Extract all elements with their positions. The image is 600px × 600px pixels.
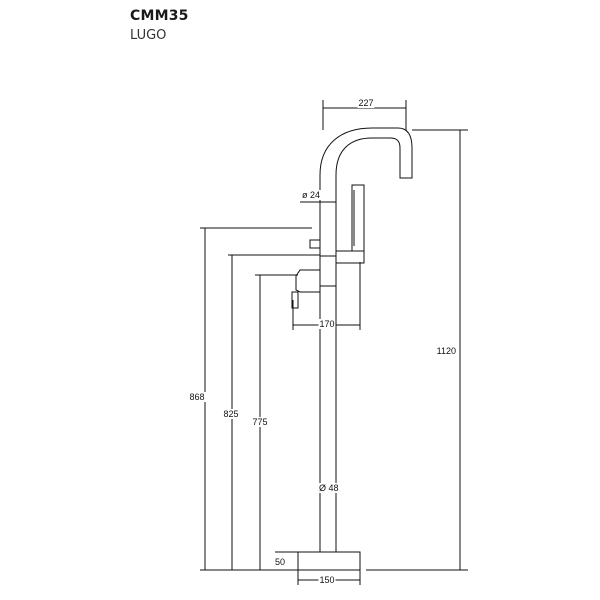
dimension-label: 825 (223, 409, 238, 419)
mixer-body (319, 255, 337, 287)
label-backing (318, 319, 336, 329)
label-backing (318, 483, 340, 493)
title-block: CMM35 LUGO (130, 8, 189, 43)
label-backing (357, 98, 375, 108)
dimension-height-868: 868 (188, 227, 312, 570)
label-backing (188, 392, 206, 402)
dimension-column-diameter: Ø 48 (318, 483, 340, 493)
dimension-label: 775 (252, 417, 267, 427)
mixer-lever (295, 269, 320, 293)
label-backing (222, 409, 240, 419)
dimension-spout-reach: 227 (322, 98, 407, 130)
handshower-bracket (335, 250, 365, 264)
dimension-base-height: 50 (273, 551, 298, 567)
lever-tip (291, 291, 299, 309)
dimension-label: 150 (319, 575, 334, 585)
dimension-label: 170 (319, 319, 334, 329)
label-backing (301, 190, 322, 200)
range-name: LUGO (130, 28, 167, 43)
dimension-label: 227 (358, 98, 373, 108)
label-backing (435, 346, 457, 356)
dimension-handshower-diameter: ø 24 (300, 190, 336, 203)
model-code: CMM35 (130, 8, 189, 24)
dimension-label: Ø 48 (319, 483, 339, 493)
dimension-label: ø 24 (302, 190, 320, 200)
dimension-label: 1120 (437, 346, 456, 356)
dimension-height-825: 825 (222, 254, 320, 570)
dimension-total-height: 1120 (366, 129, 468, 571)
diverter-knob (309, 239, 321, 249)
dimension-height-775: 775 (251, 274, 298, 570)
dimension-lever-reach: 170 (292, 262, 361, 330)
dimension-label: 50 (275, 557, 285, 567)
label-backing (251, 417, 269, 427)
label-backing (318, 575, 336, 585)
dimension-base-width: 150 (297, 570, 361, 585)
gooseneck-spout (319, 127, 413, 232)
dimension-label: 868 (189, 392, 204, 402)
tap-outline (291, 127, 413, 571)
label-backing (273, 557, 287, 567)
floor-base (297, 551, 361, 571)
